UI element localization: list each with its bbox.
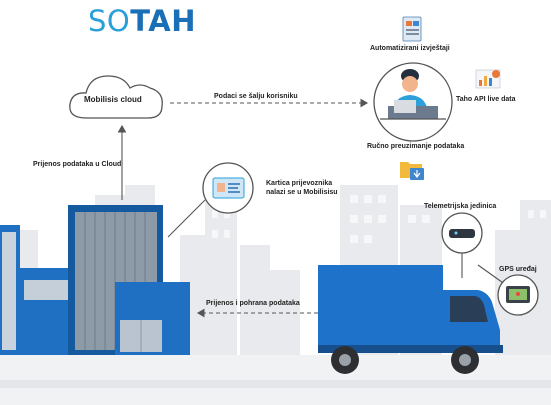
- cloud-shape: [69, 75, 163, 119]
- report-icon: [402, 16, 422, 42]
- user-reports-label: Automatizirani izvještaji: [370, 45, 450, 52]
- flow-to-cloud-label: Prijenos podataka u Cloud: [33, 161, 122, 168]
- arrows: [117, 98, 507, 318]
- gps-circle: [497, 274, 539, 316]
- card-circle: [202, 162, 254, 214]
- user-manual-label: Ručno preuzimanje podataka: [367, 143, 465, 150]
- telemetry-circle: [441, 212, 483, 254]
- card-label: Kartica prijevoznika nalazi se u Mobilis…: [266, 180, 338, 196]
- office-building: [0, 205, 190, 355]
- live-data-chart-icon: [475, 69, 501, 89]
- sotah-logo: SOTAH: [88, 4, 196, 38]
- folder-download-icon: [400, 162, 424, 180]
- telemetry-label: Telemetrijska jedinica: [424, 203, 497, 210]
- flow-to-user-label: Podaci se šalju korisniku: [214, 93, 298, 100]
- flow-from-truck-label: Prijenos i pohrana podataka: [206, 300, 300, 307]
- gps-label: GPS uređaj: [499, 266, 537, 273]
- truck: [318, 265, 503, 374]
- user-taho-api-label: Taho API live data: [456, 96, 516, 103]
- connector-card: [167, 199, 206, 238]
- connector-gps: [477, 264, 507, 286]
- cloud-label: Mobilisis cloud: [84, 95, 142, 104]
- user-circle: [373, 62, 453, 142]
